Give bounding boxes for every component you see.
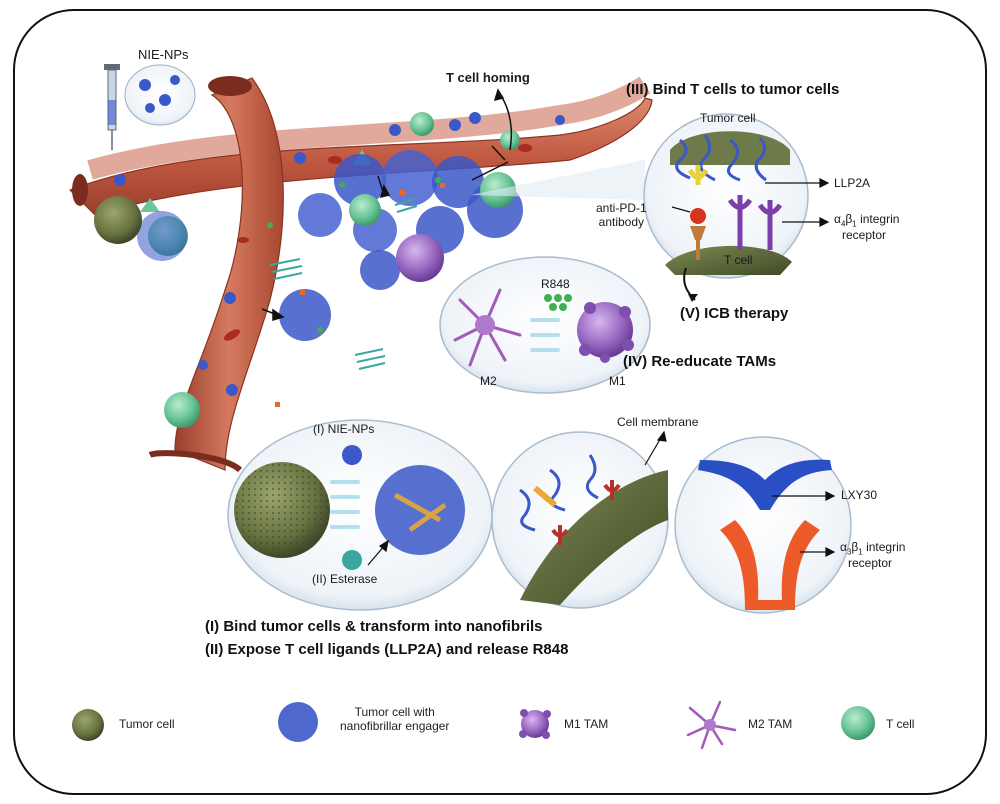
nanofibril-bundles [269, 198, 418, 370]
step-iii-title: (III) Bind T cells to tumor cells [626, 81, 840, 98]
legend-tumor-cell-label: Tumor cell [119, 717, 175, 731]
legend-t-cell-icon [841, 706, 875, 740]
step-v-title: (V) ICB therapy [680, 305, 789, 322]
label-m2: M2 [480, 374, 497, 388]
legend-engager-line1: Tumor cell with [354, 705, 435, 719]
label-tumor-cell-inset: Tumor cell [700, 111, 756, 125]
legend-t-cell-label: T cell [886, 717, 915, 731]
inset-t-cell-binding [470, 113, 830, 302]
a4b1-beta: β [845, 212, 853, 226]
tumor-cluster [137, 150, 523, 341]
label-a4b1-line2: receptor [842, 227, 887, 242]
a4b1-sub2: 1 [852, 219, 857, 229]
inset-lxy30 [674, 436, 852, 614]
a4b1-alpha: α [834, 212, 841, 226]
step-ii-title: (II) Expose T cell ligands (LLP2A) and r… [205, 641, 569, 658]
step-iv-title: (IV) Re-educate TAMs [623, 353, 777, 370]
label-lxy30: LXY30 [841, 488, 878, 502]
inset-re-educate-tams [439, 256, 651, 394]
a3b1-beta: β [851, 540, 859, 554]
legend-m2-tam-label: M2 TAM [748, 717, 793, 731]
label-t-cell-inset: T cell [724, 253, 753, 267]
legend-engager-icon [278, 702, 318, 742]
nie-nps-bubble [124, 64, 196, 126]
legend-engager-label: Tumor cell with nanofibrillar engager [340, 705, 449, 734]
label-anti-pd1-line1: anti-PD-1 [596, 201, 647, 215]
scene-arrows [261, 88, 512, 322]
legend-m1-tam-icon [519, 709, 551, 739]
tumor-cell-free [94, 196, 142, 244]
label-esterase: (II) Esterase [312, 572, 378, 586]
inset-cell-membrane [491, 430, 669, 609]
red-blood-cells [223, 144, 532, 341]
a3b1-tail: integrin [862, 540, 906, 554]
label-a3b1-line1: α3β1 integrin [840, 540, 906, 557]
label-nie-nps-top: NIE-NPs [138, 47, 189, 62]
blood-vessel-diagonal [148, 76, 284, 473]
label-llp2a: LLP2A [834, 176, 871, 190]
label-t-cell-homing: T cell homing [446, 70, 530, 85]
label-cell-membrane: Cell membrane [617, 415, 699, 429]
label-a3b1-receptor: α3β1 integrin receptor [840, 540, 906, 570]
r848-dots [267, 177, 445, 407]
a3b1-sub2: 1 [858, 547, 863, 557]
label-a4b1-receptor: α4β1 integrin receptor [834, 212, 900, 242]
label-a4b1-line1: α4β1 integrin [834, 212, 900, 229]
a3b1-sub1: 3 [846, 547, 852, 557]
label-anti-pd1: anti-PD-1 antibody [596, 201, 647, 230]
a3b1-alpha: α [840, 540, 847, 554]
legend-m1-tam-label: M1 TAM [564, 717, 609, 731]
syringe-icon [104, 64, 120, 150]
m1-tam-free [396, 234, 444, 282]
legend-tumor-cell-icon [72, 709, 104, 741]
label-m1: M1 [609, 374, 626, 388]
label-a3b1-line2: receptor [848, 555, 893, 570]
step-i-title: (I) Bind tumor cells & transform into na… [205, 618, 543, 635]
vessel-nanoparticles [114, 112, 565, 396]
inset-nie-nps [227, 419, 493, 611]
a4b1-tail: integrin [856, 212, 900, 226]
label-nie-nps-bottom: (I) NIE-NPs [313, 422, 375, 436]
legend-icons [72, 700, 875, 750]
legend-engager-line2: nanofibrillar engager [340, 719, 450, 734]
label-r848: R848 [541, 277, 570, 291]
a4b1-sub1: 4 [840, 219, 846, 229]
label-anti-pd1-line2: antibody [598, 214, 645, 229]
